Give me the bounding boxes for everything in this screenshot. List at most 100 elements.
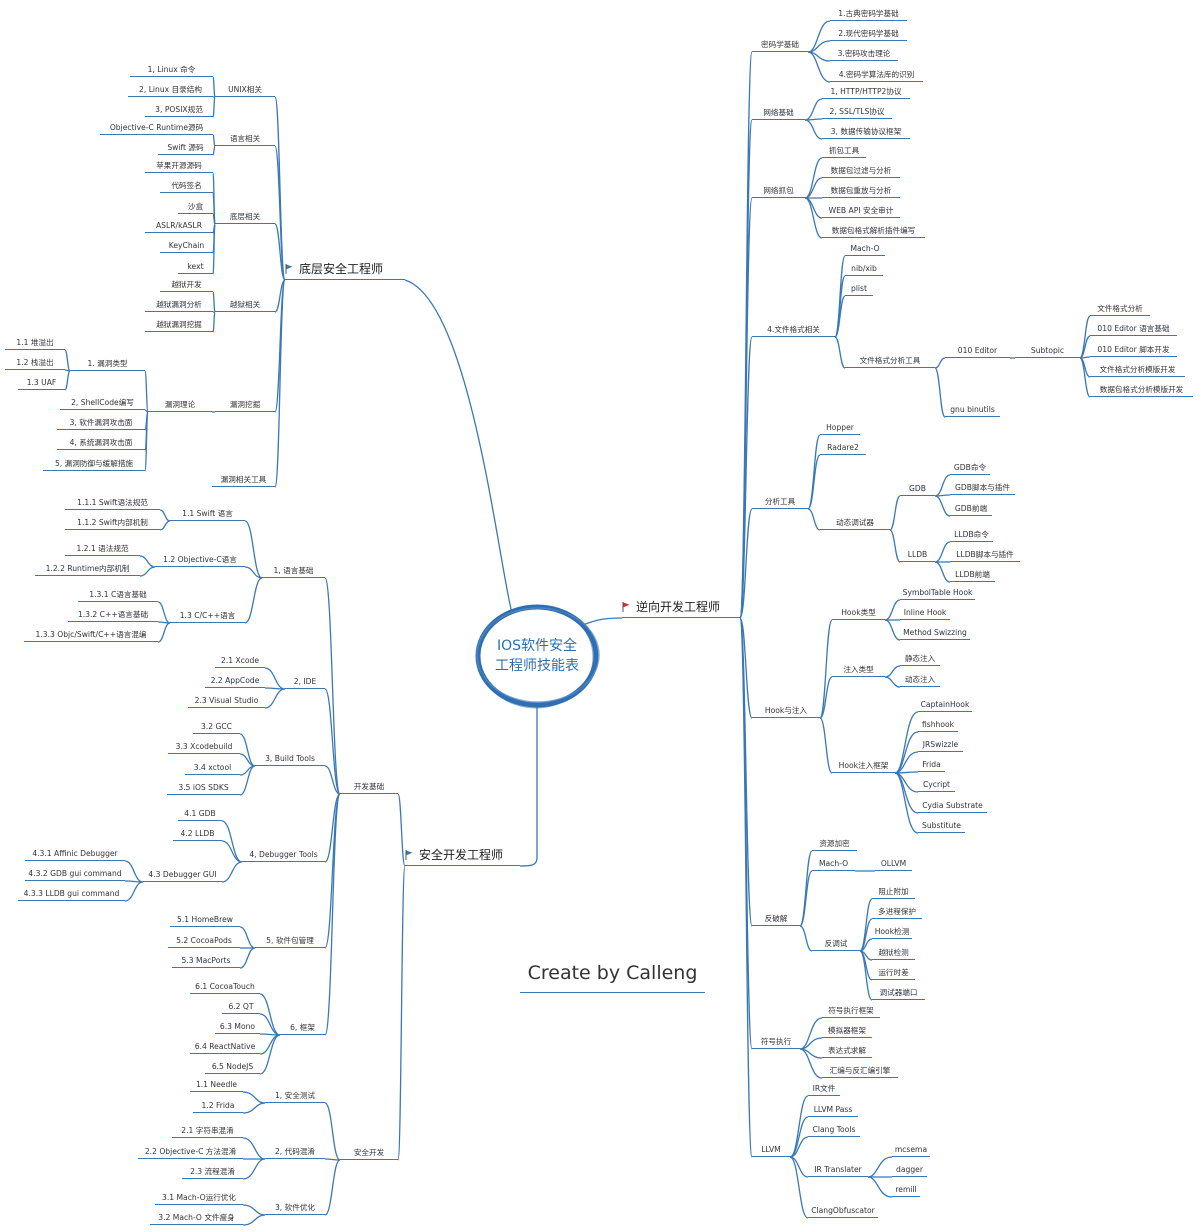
subtopic-node[interactable]: 注入类型 [832,664,885,677]
subtopic-node[interactable]: 符号执行 [752,1036,800,1049]
subtopic-node[interactable]: Cycript [918,779,955,792]
subtopic-node[interactable]: kext [178,261,213,274]
subtopic-node[interactable]: 文件格式分析模版开发 [1090,364,1185,377]
subtopic-node[interactable]: plist [845,283,873,296]
root-circle[interactable] [475,604,600,709]
subtopic-node[interactable]: 数据包过滤与分析 [822,165,900,178]
subtopic-node[interactable]: IR文件 [808,1083,840,1096]
subtopic-node[interactable]: 网络抓包 [752,185,805,198]
subtopic-node[interactable]: 漏洞挖掘 [215,399,275,412]
subtopic-node[interactable]: 5.3 MacPorts [172,955,240,968]
subtopic-node[interactable]: 1.1.2 Swift内部机制 [65,517,160,530]
subtopic-node[interactable]: 1.2 Frida [193,1100,243,1113]
subtopic-node[interactable]: 模拟器框架 [822,1025,872,1038]
subtopic-node[interactable]: OLLVM [875,858,912,871]
subtopic-node[interactable]: nib/xib [845,263,883,276]
subtopic-node[interactable]: 表达式求解 [822,1045,872,1058]
subtopic-node[interactable]: 5, 漏洞防御与缓解措施 [43,458,145,471]
subtopic-node[interactable]: 漏洞相关工具 [212,474,275,487]
subtopic-node[interactable]: ClangObfuscator [808,1205,878,1218]
subtopic-node[interactable]: 010 Editor [945,345,1010,358]
subtopic-node[interactable]: 反破解 [752,913,800,926]
subtopic-node[interactable]: LLDB命令 [950,529,993,542]
subtopic-node[interactable]: fishhook [918,719,958,732]
subtopic-node[interactable]: UNIX相关 [215,84,275,97]
subtopic-node[interactable]: CaptainHook [918,699,972,712]
subtopic-node[interactable]: 3.2 Mach-O 文件瘦身 [150,1212,243,1225]
subtopic-node[interactable]: 1.2.1 语法规范 [65,543,140,556]
subtopic-node[interactable]: 4.密码学算法库的识别 [830,69,923,82]
main-topic[interactable]: 底层安全工程师 [285,261,405,280]
subtopic-node[interactable]: Inline Hook [900,607,950,620]
subtopic-node[interactable]: 5.1 HomeBrew [170,914,240,927]
subtopic-node[interactable]: Frida [918,759,945,772]
subtopic-node[interactable]: 动态调试器 [820,517,890,530]
subtopic-node[interactable]: LLVM [752,1144,790,1157]
subtopic-node[interactable]: Swift 源码 [158,142,213,155]
subtopic-node[interactable]: 1.1 Swift 语言 [170,508,245,521]
subtopic-node[interactable]: 2.3 流程混淆 [182,1166,243,1179]
subtopic-node[interactable]: GDB前端 [950,503,992,516]
subtopic-node[interactable]: 文件格式分析 [1090,303,1150,316]
subtopic-node[interactable]: dagger [892,1164,927,1177]
subtopic-node[interactable]: 运行时差 [872,967,915,980]
subtopic-node[interactable]: remill [892,1184,920,1197]
subtopic-node[interactable]: 4, Debugger Tools [242,849,325,862]
subtopic-node[interactable]: 1.3.2 C++语言基础 [68,609,158,622]
subtopic-node[interactable]: 1. 漏洞类型 [70,358,145,371]
subtopic-node[interactable]: 5.2 CocoaPods [168,935,240,948]
subtopic-node[interactable]: 6.3 Mono [215,1021,260,1034]
subtopic-node[interactable]: 安全开发 [340,1147,398,1160]
subtopic-node[interactable]: 多进程保护 [872,906,922,919]
subtopic-node[interactable]: Clang Tools [808,1124,860,1137]
subtopic-node[interactable]: 1, 安全测试 [265,1090,325,1103]
subtopic-node[interactable]: 1.2 Objective-C语言 [155,554,245,567]
subtopic-node[interactable]: 2, ShellCode编写 [60,397,145,410]
subtopic-node[interactable]: 4.3.1 Affinic Debugger [25,848,125,861]
main-topic[interactable]: 逆向开发工程师 [622,599,740,618]
subtopic-node[interactable]: 调试器端口 [872,987,925,1000]
subtopic-node[interactable]: 3.3 Xcodebuild [168,741,240,754]
subtopic-node[interactable]: LLDB [900,549,935,562]
subtopic-node[interactable]: 2, Linux 目录结构 [128,84,213,97]
subtopic-node[interactable]: 越狱漏洞挖掘 [145,319,213,332]
subtopic-node[interactable]: gnu binutils [945,404,1000,417]
subtopic-node[interactable]: 代码签名 [160,180,213,193]
subtopic-node[interactable]: 6.2 QT [222,1001,260,1014]
root-title-line2[interactable]: 工程师技能表 [495,658,579,674]
subtopic-node[interactable]: 资源加密 [812,838,857,851]
subtopic-node[interactable]: 2, IDE [285,676,325,689]
subtopic-node[interactable]: 1.3.3 Objc/Swift/C++语言混编 [24,629,158,642]
subtopic-node[interactable]: LLDB前端 [950,569,995,582]
subtopic-node[interactable]: 静态注入 [900,653,940,666]
subtopic-node[interactable]: 1.3 UAF [18,377,65,390]
subtopic-node[interactable]: 3, 软件漏洞攻击面 [57,417,145,430]
root-title-line1[interactable]: IOS软件安全 [496,638,578,654]
subtopic-node[interactable]: 底层相关 [215,211,275,224]
subtopic-node[interactable]: Mach-O [812,858,855,871]
subtopic-node[interactable]: 汇编与反汇编引擎 [822,1065,898,1078]
subtopic-node[interactable]: 3, 数据传输协议框架 [822,126,910,139]
subtopic-node[interactable]: 1.2 栈溢出 [5,357,65,370]
subtopic-node[interactable]: 3.2 GCC [193,721,240,734]
subtopic-node[interactable]: 3.5 iOS SDKS [167,782,240,795]
subtopic-node[interactable]: 3.1 Mach-O运行优化 [155,1192,243,1205]
subtopic-node[interactable]: 网络基础 [752,107,805,120]
subtopic-node[interactable]: 越狱相关 [215,299,275,312]
subtopic-node[interactable]: Subtopic [1015,345,1080,358]
subtopic-node[interactable]: LLVM Pass [808,1104,858,1117]
subtopic-node[interactable]: 4.文件格式相关 [752,324,835,337]
subtopic-node[interactable]: Hook类型 [832,607,885,620]
subtopic-node[interactable]: 苹果开源源码 [145,160,213,173]
subtopic-node[interactable]: 越狱检测 [872,947,915,960]
subtopic-node[interactable]: 数据包格式解析插件编写 [822,225,925,238]
subtopic-node[interactable]: 4.2 LLDB [173,828,222,841]
subtopic-node[interactable]: 3.4 xctool [185,762,240,775]
subtopic-node[interactable]: Hook检测 [872,926,912,939]
subtopic-node[interactable]: GDB脚本与插件 [950,482,1015,495]
subtopic-node[interactable]: 1.2.2 Runtime内部机制 [35,563,140,576]
subtopic-node[interactable]: 010 Editor 语言基础 [1090,323,1177,336]
subtopic-node[interactable]: 动态注入 [900,674,940,687]
subtopic-node[interactable]: Method Swizzing [900,627,970,640]
subtopic-node[interactable]: 4.1 GDB [178,808,222,821]
